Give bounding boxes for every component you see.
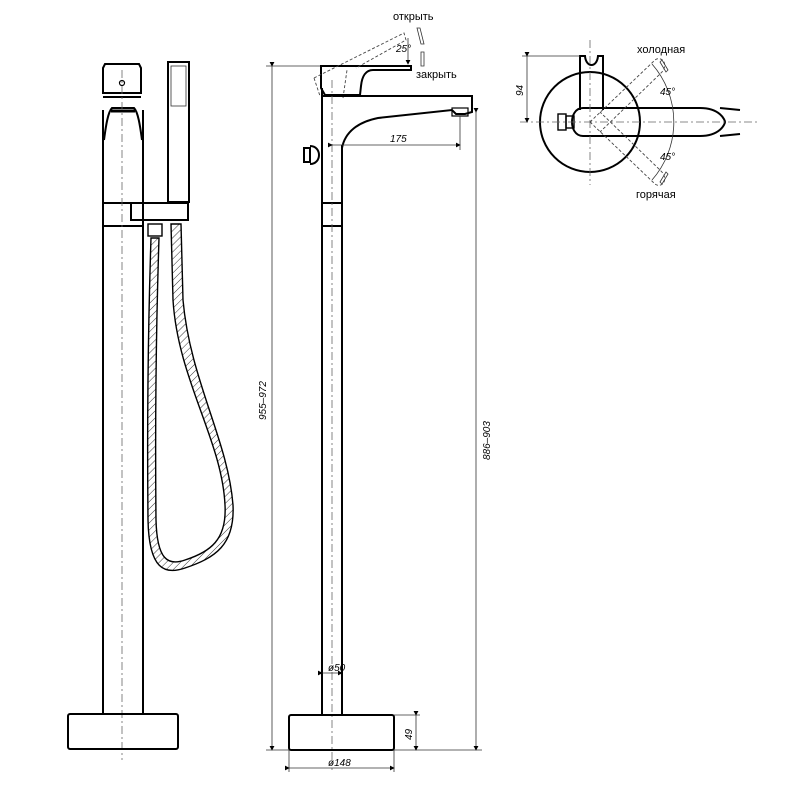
spout-height-dimension: 886–903 [482, 421, 493, 460]
column-diameter-dimension: ø50 [328, 663, 346, 674]
front-lever-head [102, 63, 142, 94]
cold-label: холодная [637, 44, 685, 56]
front-indicator-icon [118, 79, 126, 87]
base-diameter-dimension: ø148 [328, 758, 351, 769]
base-height-dimension: 49 [404, 728, 415, 740]
top-offset-dimension: 94 [515, 84, 526, 96]
side-diverter-button [303, 145, 320, 165]
spout-reach-dimension: 175 [390, 134, 407, 145]
side-lever [320, 65, 412, 96]
hot-label: горячая [636, 189, 676, 201]
lever-angle-dimension: 25° [395, 44, 411, 55]
top-lever [570, 107, 727, 137]
side-view: 955–972 886–903 175 25° открыть закрыть … [258, 11, 493, 772]
close-label: закрыть [416, 69, 457, 81]
hot-arrow-icon [659, 171, 669, 185]
close-arrow-icon [420, 51, 425, 67]
hot-angle-dimension: 45° [660, 152, 675, 163]
shower-hose [146, 223, 234, 572]
shower-head-nozzles-icon [170, 65, 187, 107]
side-spout [322, 95, 473, 149]
open-arrow-icon [416, 27, 425, 45]
side-base [288, 714, 395, 751]
cold-angle-dimension: 45° [660, 87, 675, 98]
front-aerator [103, 107, 143, 141]
top-holder [579, 55, 604, 110]
total-height-dimension: 955–972 [258, 381, 269, 420]
open-label: открыть [393, 11, 434, 23]
front-view [67, 61, 234, 760]
cold-arrow-icon [659, 59, 669, 73]
front-column [102, 110, 144, 715]
side-column [321, 88, 343, 715]
front-base [67, 713, 179, 750]
top-view: 45° 45° холодная горячая 94 [515, 40, 760, 201]
shower-holder [130, 202, 189, 221]
